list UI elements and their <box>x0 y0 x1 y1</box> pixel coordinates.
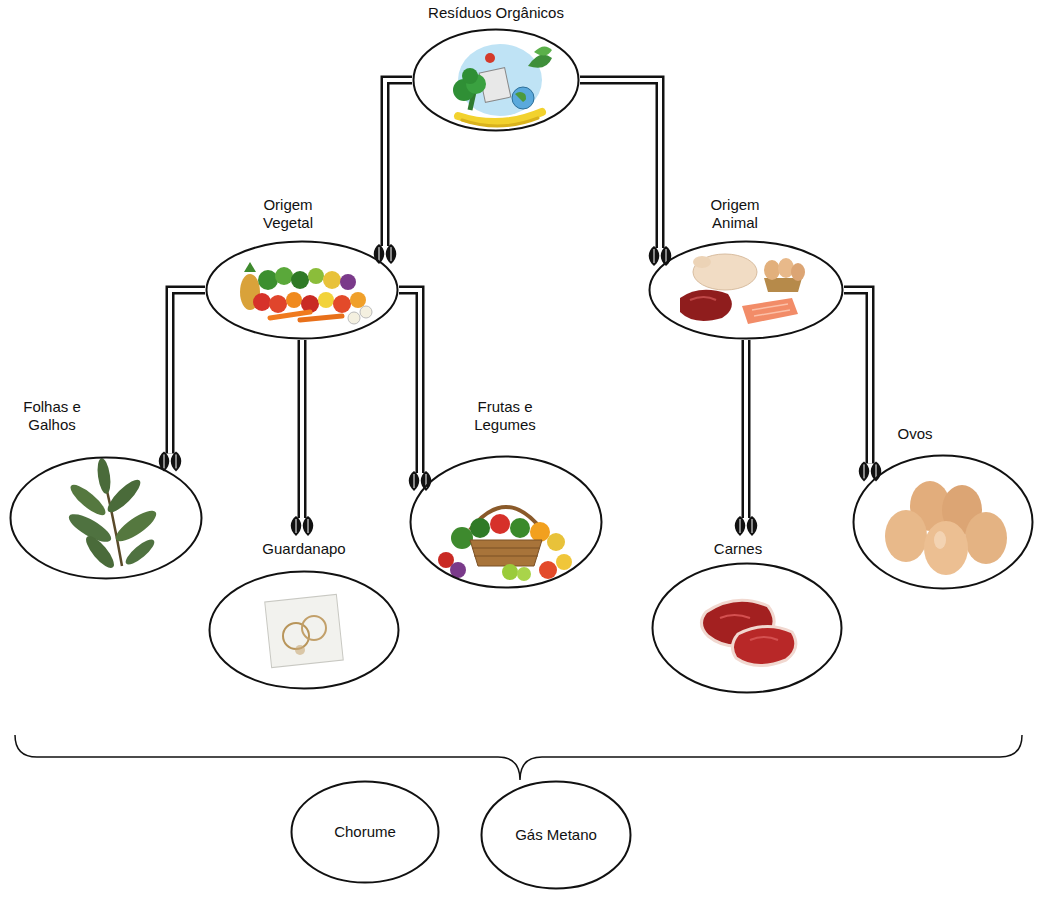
ellipse-node: Gás Metano <box>480 780 632 890</box>
node-label: Frutas e Legumes <box>465 398 545 434</box>
ellipse-outline <box>208 570 400 690</box>
label-slot: Origem Animal <box>695 196 775 232</box>
waste-picture <box>453 44 552 126</box>
ellipse-node: Carnes <box>651 540 843 694</box>
ellipse-node: Origem Vegetal <box>205 196 399 340</box>
connector-gap <box>399 290 420 473</box>
connector-gap <box>385 80 412 246</box>
ellipse-node: Resíduos Orgânicos <box>396 4 596 132</box>
leaf-vein <box>308 519 309 533</box>
napkin-picture <box>265 594 344 667</box>
node-label: Resíduos Orgânicos <box>396 4 596 22</box>
label-slot: Carnes <box>688 540 788 558</box>
leaf-head <box>386 244 397 264</box>
leaf-vein <box>176 454 177 468</box>
leaf-vein <box>414 474 415 488</box>
ellipse-node: Guardanapo <box>208 540 400 690</box>
connector-gap <box>170 290 205 453</box>
animal-products-picture <box>680 254 805 324</box>
leaf-head <box>409 471 420 491</box>
leaf-vein <box>864 464 865 478</box>
connector-line <box>742 340 751 518</box>
node-label: Gás Metano <box>515 826 597 844</box>
node-label: Chorume <box>334 823 396 841</box>
vegetables-picture <box>240 262 372 324</box>
connector-line <box>170 290 205 453</box>
leaves-picture <box>65 457 160 571</box>
connector-gap <box>844 290 870 463</box>
meat-picture <box>701 600 795 665</box>
leaf-connector <box>159 290 205 471</box>
leaf-connector <box>291 340 314 536</box>
ellipse-outline <box>9 456 203 580</box>
connector-line <box>385 80 412 246</box>
leaf-vein <box>752 519 753 533</box>
label-slot: Ovos <box>875 425 955 443</box>
ellipse-node: Chorume <box>290 780 440 884</box>
leaf-head <box>747 516 758 536</box>
ellipse-node: Folhas e Galhos <box>9 398 203 580</box>
label-slot: Origem Vegetal <box>248 196 328 232</box>
leaf-vein <box>164 454 165 468</box>
inner-label-slot: Chorume <box>290 780 440 884</box>
leaf-vein <box>391 247 392 261</box>
leaf-connector <box>580 80 671 266</box>
connector-gap <box>300 340 304 518</box>
fruit-basket-picture <box>438 507 572 581</box>
connector-line <box>580 80 660 248</box>
leaf-head <box>291 516 302 536</box>
leaf-head <box>649 246 660 266</box>
eggs-picture <box>885 481 1007 575</box>
connector-line <box>844 290 870 463</box>
leaf-connector <box>374 80 412 264</box>
leaf-connector <box>399 290 431 491</box>
leaf-vein <box>654 249 655 263</box>
connector-line <box>399 290 420 473</box>
label-slot: Folhas e Galhos <box>12 398 92 434</box>
ellipse-outline <box>205 240 399 340</box>
ellipse-node: Ovos <box>852 425 1034 590</box>
grouping-brace <box>15 735 1022 780</box>
ellipse-node: Frutas e Legumes <box>409 398 603 589</box>
inner-label-slot: Gás Metano <box>480 780 632 890</box>
leaf-vein <box>379 247 380 261</box>
node-label: Guardanapo <box>244 540 364 558</box>
ellipse-outline <box>648 240 844 340</box>
leaf-head <box>859 461 870 481</box>
connector-gap <box>580 80 660 248</box>
leaf-vein <box>876 464 877 478</box>
node-label: Ovos <box>875 425 955 443</box>
leaf-vein <box>740 519 741 533</box>
node-label: Origem Vegetal <box>248 196 328 232</box>
label-slot: Frutas e Legumes <box>465 398 545 434</box>
leaf-head <box>421 471 432 491</box>
leaf-vein <box>666 249 667 263</box>
leaf-head <box>735 516 746 536</box>
node-label: Folhas e Galhos <box>12 398 92 434</box>
label-slot: Guardanapo <box>244 540 364 558</box>
leaf-connector <box>844 290 881 481</box>
leaf-connector <box>735 340 758 536</box>
ellipse-outline <box>852 454 1034 590</box>
label-slot: Resíduos Orgânicos <box>396 4 596 22</box>
connector-gap <box>744 340 748 518</box>
node-label: Carnes <box>688 540 788 558</box>
leaf-head <box>303 516 314 536</box>
ellipse-node: Origem Animal <box>648 196 844 340</box>
leaf-vein <box>296 519 297 533</box>
connector-line <box>298 340 307 518</box>
node-label: Origem Animal <box>695 196 775 232</box>
leaf-head <box>171 451 182 471</box>
ellipse-outline <box>409 455 603 589</box>
ellipse-outline <box>412 28 580 132</box>
ellipse-outline <box>651 562 843 694</box>
